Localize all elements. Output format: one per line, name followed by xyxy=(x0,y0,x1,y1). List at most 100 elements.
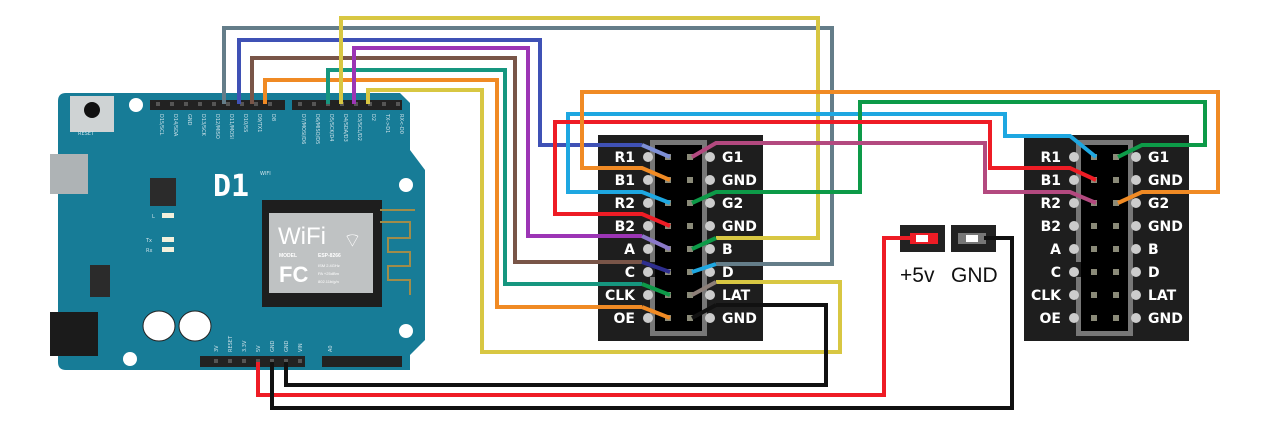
header-pin xyxy=(687,223,693,229)
header-pin xyxy=(1113,223,1119,229)
wire-stub xyxy=(691,280,717,297)
board-pin-label: D8 xyxy=(270,114,276,121)
pin-label-oe: OE xyxy=(1040,311,1061,327)
wire-stub xyxy=(641,234,671,251)
wire-stub xyxy=(641,143,671,159)
wire-stub xyxy=(691,262,717,274)
mount-hole xyxy=(129,98,143,112)
wire-segment xyxy=(326,68,642,286)
header-pin xyxy=(687,200,693,206)
wire-5v-to--5v xyxy=(256,236,912,397)
wire-stub xyxy=(691,303,717,320)
wifi-sub-logo: WIFI xyxy=(260,171,271,177)
pin-label-c: C xyxy=(1051,265,1061,281)
wire-segment xyxy=(237,38,642,147)
wire-stub xyxy=(641,260,671,274)
module-line2: PA +25dBm xyxy=(318,271,340,276)
mount-hole xyxy=(399,178,413,192)
header-pin xyxy=(1091,292,1097,298)
header-pin xyxy=(1113,292,1119,298)
board-pin-label: RESET xyxy=(228,335,234,352)
board-pin-label: VIN xyxy=(298,343,304,352)
power-5v-label: +5v xyxy=(900,264,935,287)
header-pin xyxy=(1091,269,1097,275)
d1-logo: D1 xyxy=(213,169,249,204)
pin-label-r2: R2 xyxy=(614,196,635,212)
header-pin xyxy=(687,269,693,275)
led-l-label: L xyxy=(152,214,155,220)
module-line3: 802.11b/g/n xyxy=(318,279,339,284)
header-pin xyxy=(687,315,693,321)
header-pin xyxy=(1091,246,1097,252)
pin-label-gnd: GND xyxy=(1148,173,1183,189)
wire-d5-sck-to-clk xyxy=(326,68,671,297)
board-pin-label: D6/MISO/D5 xyxy=(314,114,320,144)
top-header-right xyxy=(292,100,402,110)
pin-label-r1: R1 xyxy=(614,150,635,166)
pin-label-d: D xyxy=(1148,265,1160,281)
wifi-icon: ⌔ xyxy=(343,230,362,252)
wire-segment xyxy=(566,112,1098,205)
wemos-d1-board: RESET L Tx Rx D1 WIFI WiFi ⌔ MODEL ESP-8… xyxy=(50,93,425,370)
header-pin xyxy=(1091,315,1097,321)
wire-gnd-to-gnd xyxy=(270,236,1014,410)
board-pin-label: D7/MOSI/D6 xyxy=(300,114,306,144)
mount-hole xyxy=(399,324,413,338)
pin-label-clk: CLK xyxy=(605,288,636,304)
header-pin xyxy=(687,246,693,252)
pin-label-gnd: GND xyxy=(722,173,757,189)
wire-d12-miso-to-d xyxy=(222,26,834,274)
pin-label-r2: R2 xyxy=(1040,196,1061,212)
wire-segment xyxy=(263,78,642,309)
pin-label-lat: LAT xyxy=(1148,288,1177,304)
pin-label-g2: G2 xyxy=(1148,196,1169,212)
pin-label-g1: G1 xyxy=(1148,150,1169,166)
pin-label-b2: B2 xyxy=(615,219,635,235)
wire-d2-to-lat xyxy=(366,88,842,354)
wire-segment xyxy=(352,46,642,238)
pin-label-gnd: GND xyxy=(722,311,757,327)
board-pin-label: D2 xyxy=(370,114,376,121)
wire-d10-ss-to-c xyxy=(250,56,671,274)
wire-segment xyxy=(256,236,912,397)
led-tx-label: Tx xyxy=(145,238,152,244)
fcc-logo: FC xyxy=(279,262,308,287)
module-line1: ISM 2.4GHz xyxy=(318,263,340,268)
board-pin-label: GND xyxy=(270,340,276,352)
board-pin-label: A0 xyxy=(328,345,334,352)
board-pin-label: D13/SCK xyxy=(200,114,206,137)
pin-label-g1: G1 xyxy=(722,150,743,166)
pin-label-clk: CLK xyxy=(1031,288,1062,304)
board-pin-label: 3V xyxy=(214,345,220,352)
board-pin-label: 5V xyxy=(256,345,262,352)
board-pin-label: D3/SCL/D2 xyxy=(356,114,362,141)
wire-d9-tx1-to-oe xyxy=(263,78,671,320)
board-pin-label: D14/SDA xyxy=(172,114,178,137)
pin-label-r1: R1 xyxy=(1040,150,1061,166)
header-pin xyxy=(1113,154,1119,160)
pin-label-d: D xyxy=(722,265,734,281)
chip xyxy=(150,178,176,206)
wire-stub xyxy=(691,236,717,251)
pin-label-gnd: GND xyxy=(722,219,757,235)
board-pin-label: D5/SCK/D4 xyxy=(328,114,334,141)
pin-label-b1: B1 xyxy=(615,173,635,189)
dc-jack xyxy=(50,312,98,356)
header-pin xyxy=(1113,315,1119,321)
board-pin-label: D12/MISO xyxy=(214,114,220,139)
pin-label-lat: LAT xyxy=(722,288,751,304)
power-terminal-5v[interactable] xyxy=(900,225,945,252)
reset-label: RESET xyxy=(78,131,95,137)
board-pin-label: D15/SCL xyxy=(158,114,164,136)
wire-segment xyxy=(366,88,842,354)
wire-b1-to-g2 xyxy=(580,90,1220,205)
pin-label-b1: B1 xyxy=(1041,173,1061,189)
wire-stub xyxy=(641,282,671,297)
board-pin-label: 3.3V xyxy=(242,340,248,352)
header-pin xyxy=(1113,246,1119,252)
pin-label-oe: OE xyxy=(614,311,635,327)
pin-label-b2: B2 xyxy=(1041,219,1061,235)
header-pin xyxy=(1113,177,1119,183)
wire-segment xyxy=(222,26,834,266)
